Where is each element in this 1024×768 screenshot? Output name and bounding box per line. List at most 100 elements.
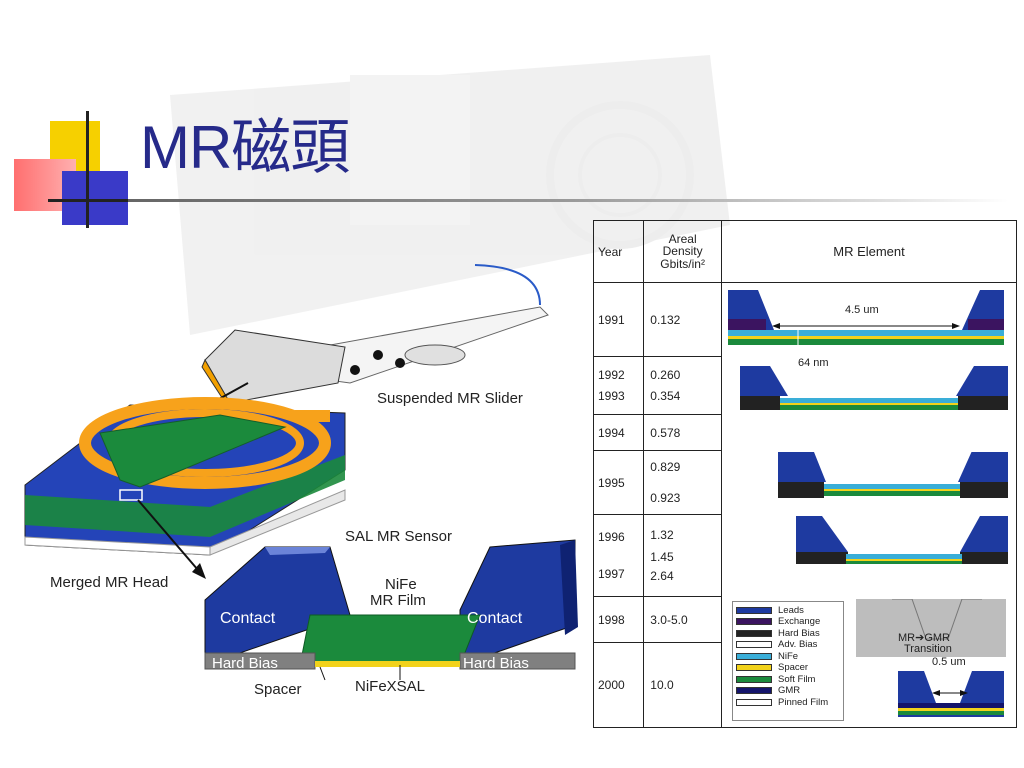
label-hard-bias-right: Hard Bias [463, 655, 529, 672]
transition-graphic [856, 598, 1006, 717]
yoke [99, 414, 287, 488]
table-row: 1995 0.829 0.923 [592, 450, 1017, 515]
legend-item: Adv. Bias [736, 639, 840, 651]
table-row: 2000 10.0 [592, 642, 1017, 728]
background-drive-image [170, 55, 730, 335]
year-value: 1997 [598, 566, 625, 581]
dim-thickness-1991: 64 nm [798, 357, 829, 369]
legend-swatch [736, 629, 772, 637]
legend-item: NiFe [736, 651, 840, 663]
spacer-layer [315, 661, 460, 667]
label-sal-sensor: SAL MR Sensor [345, 528, 452, 545]
transition-arrow: ➔ [915, 631, 925, 644]
table-row: 1991 0.132 [592, 282, 1017, 357]
year-cell: 1994 [592, 414, 645, 451]
legend-item: Exchange [736, 616, 840, 628]
legend-swatch [736, 618, 772, 626]
contact-right-side [560, 540, 578, 635]
year-cell: 1995 [592, 450, 645, 515]
deco-vertical-line [86, 111, 89, 228]
density-value: 0.354 [650, 388, 681, 403]
label-contact-left: Contact [220, 610, 276, 627]
contact-pad [295, 410, 330, 422]
element-cell [721, 514, 1017, 597]
arrow-line [137, 499, 199, 571]
arm-dot [350, 365, 360, 375]
table-row: 1994 0.578 [592, 414, 1017, 451]
arm-dot [373, 350, 383, 360]
mr-head-diagram [24, 264, 578, 681]
element-1991 [728, 289, 1004, 350]
element-1996 [796, 515, 1008, 564]
legend-swatch [736, 698, 772, 706]
legend-label: Hard Bias [778, 627, 820, 639]
year-cell: 1991 [592, 282, 645, 357]
label-suspended-slider: Suspended MR Slider [377, 390, 523, 407]
year-value: 1992 [598, 368, 625, 383]
element-1992 [740, 365, 1008, 410]
year-cell: 2000 [592, 642, 645, 728]
arrow-head [192, 563, 206, 579]
density-value: 2.64 [650, 568, 674, 583]
dim-width-2000: 0.5 um [932, 656, 966, 668]
arm-dot [395, 358, 405, 368]
legend-label: Spacer [778, 662, 809, 674]
density-cell: 0.829 0.923 [643, 450, 722, 515]
mr-evolution-table: Year Areal Density Gbits/in² MR Element … [592, 220, 1017, 728]
transition-left: MR [898, 631, 916, 644]
deco-horizontal-line [48, 199, 138, 202]
dim-width-1991: 4.5 um [845, 304, 879, 316]
density-cell: 10.0 [643, 642, 722, 728]
density-cell: 0.578 [643, 414, 722, 451]
legend-label: GMR [778, 685, 801, 697]
legend-swatch [736, 652, 772, 660]
element-cell [721, 450, 1017, 515]
legend-label: Leads [778, 604, 804, 616]
spacer-pointer [319, 666, 326, 681]
density-value: 0.923 [650, 490, 681, 505]
year-cell: 1998 [592, 595, 645, 644]
year-value: 1993 [598, 388, 625, 403]
legend-item: Soft Film [736, 674, 840, 686]
transition-label-line1: MR➔GMR [898, 631, 950, 644]
label-contact-right: Contact [467, 610, 523, 627]
head-side [209, 489, 346, 556]
header-density: Areal Density Gbits/in² [643, 220, 722, 283]
deco-blue-square [62, 171, 128, 225]
density-cell: 3.0-5.0 [643, 595, 722, 644]
page-title: MR磁頭 [140, 114, 350, 181]
legend-swatch [736, 606, 772, 614]
header-density-l1: Areal [668, 231, 697, 246]
density-value: 0.260 [650, 368, 681, 383]
density-cell: 1.32 1.45 2.64 [643, 514, 722, 597]
legend-label: NiFe [778, 650, 799, 662]
density-cell: 0.132 [643, 282, 722, 357]
contact-left-top [265, 547, 330, 555]
label-nife-line2: MR Film [370, 592, 426, 609]
header-density-l2: Density [662, 244, 703, 259]
nife-film [299, 614, 481, 666]
legend-swatch [736, 675, 772, 683]
head-layers [25, 455, 345, 537]
legend-label: Soft Film [778, 673, 816, 685]
legend-label: Pinned Film [778, 696, 829, 708]
label-hard-bias-left: Hard Bias [212, 655, 278, 672]
label-nifexsal: NiFeXSAL [355, 678, 426, 695]
density-value: 0.829 [650, 460, 681, 475]
legend-label: Exchange [778, 616, 821, 628]
legend-label: Adv. Bias [778, 639, 818, 651]
density-cell: 0.260 0.354 [643, 356, 722, 415]
legend-item: Spacer [736, 662, 840, 674]
element-1995 [778, 451, 1008, 498]
density-value: 1.45 [650, 550, 674, 565]
title-underline [128, 199, 1008, 202]
legend-item: Pinned Film [736, 697, 840, 709]
transition-right: GMR [924, 631, 950, 644]
label-nife-line1: NiFe [385, 576, 417, 593]
header-density-l3: Gbits/in² [660, 256, 705, 271]
element-cell [721, 414, 1017, 451]
